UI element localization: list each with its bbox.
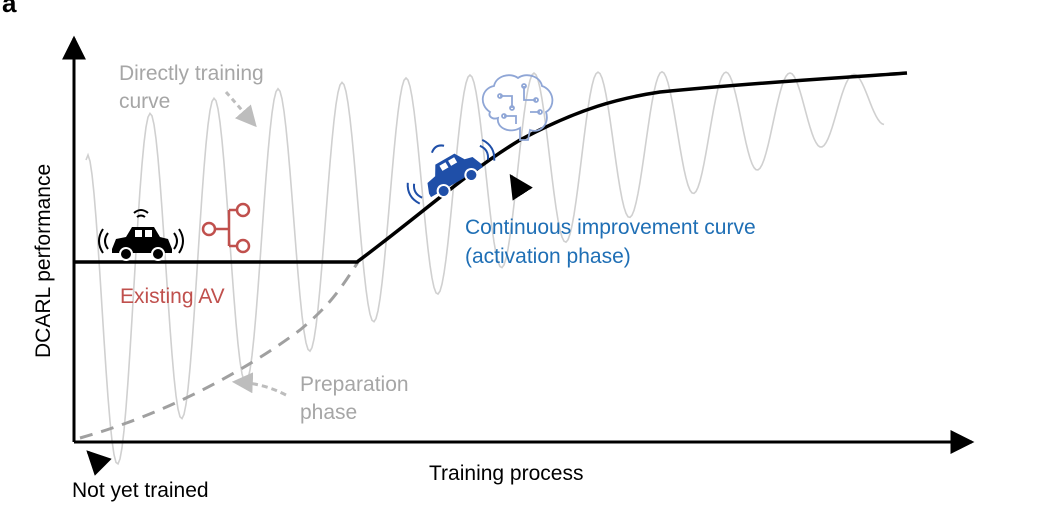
brain-circuit-icon <box>481 74 554 141</box>
activation-pointer <box>509 173 533 201</box>
existing-av-label: Existing AV <box>120 285 225 308</box>
branch-network-icon <box>201 202 251 254</box>
directly-training-label-1: Directly training <box>119 62 264 85</box>
not-yet-trained-label: Not yet trained <box>72 479 209 502</box>
preparation-label-1: Preparation <box>300 373 409 396</box>
continuous-curve-label-2: (activation phase) <box>465 245 631 268</box>
directly-training-pointer <box>224 91 257 128</box>
x-axis-label: Training process <box>429 462 583 485</box>
connected-car-icon <box>406 138 496 205</box>
directly-training-label-2: curve <box>119 90 170 113</box>
performance-curve <box>74 71 908 264</box>
preparation-label-2: phase <box>300 401 357 424</box>
preparation-pointer <box>231 372 287 397</box>
y-axis-label: DCARL performance <box>32 164 55 358</box>
preparation-phase-curve <box>79 261 360 440</box>
car-icon <box>98 209 184 261</box>
panel-letter: a <box>2 0 17 18</box>
continuous-curve-label-1: Continuous improvement curve <box>465 216 756 239</box>
origin-pointer <box>86 450 112 476</box>
